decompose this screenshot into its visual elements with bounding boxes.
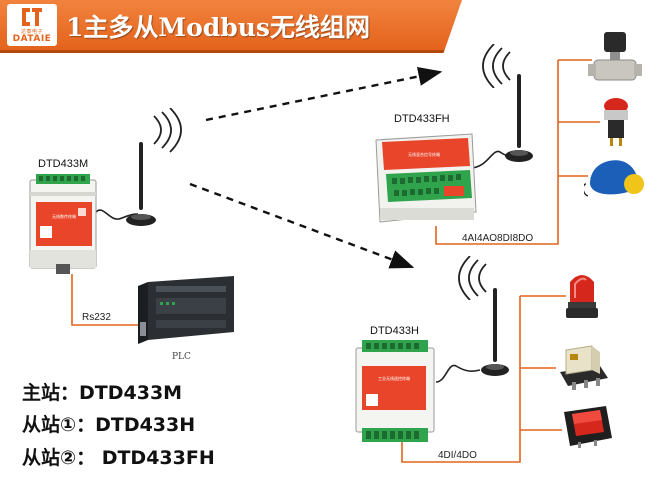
logo-text: DATAIE: [12, 34, 52, 44]
wireless-link-lower: [189, 182, 415, 269]
float-switch-icon: [584, 160, 644, 197]
push-button-icon: [604, 98, 628, 146]
page-title: 1主多从Modbus无线组网: [66, 13, 370, 42]
fh-panel-text: 无线混合信号终端: [408, 151, 440, 157]
fh-radio-wave-icon: [482, 44, 511, 88]
legend-master: 主站：DTD433M: [22, 382, 183, 404]
h-device-label: DTD433H: [370, 325, 419, 337]
h-wire-trunk: [401, 296, 521, 463]
legend-slave-2: 从站②： DTD433FH: [22, 447, 215, 469]
h-panel-text: 工业无线遥控终端: [378, 375, 410, 381]
rs232-label: Rs232: [82, 312, 111, 323]
warning-light-icon: [566, 275, 598, 318]
fh-device: 无线混合信号终端: [375, 133, 477, 223]
company-logo: 达泰电子 DATAIE: [7, 4, 57, 46]
relay-icon: [560, 345, 608, 390]
fh-antenna-icon: [505, 74, 533, 162]
rs232-wire: [71, 274, 140, 326]
wireless-link-upper: [205, 66, 443, 122]
fh-device-label: DTD433FH: [394, 113, 450, 125]
logo-subtext: 达泰电子: [20, 29, 43, 35]
title-banner: 达泰电子 DATAIE 1主多从Modbus无线组网: [0, 0, 462, 53]
master-antenna-icon: [126, 142, 156, 226]
solenoid-valve-icon: [588, 32, 642, 81]
h-antenna-icon: [481, 288, 509, 376]
fh-io-label: 4AI4AO8DI8DO: [462, 233, 534, 244]
rocker-switch-icon: [564, 406, 612, 448]
master-device-label: DTD433M: [38, 158, 89, 170]
logo-icon: [22, 8, 42, 26]
master-radio-wave-icon: [153, 108, 182, 153]
h-device: 工业无线遥控终端: [355, 340, 435, 442]
master-device: 无线数传终端: [29, 174, 97, 274]
legend-slave-1: 从站①：DTD433H: [22, 414, 196, 436]
plc-label: PLC: [172, 352, 191, 362]
h-io-label: 4DI/4DO: [438, 450, 477, 461]
plc-device: [138, 276, 234, 344]
master-panel-text: 无线数传终端: [52, 213, 76, 219]
master-antenna-cable: [95, 209, 139, 220]
h-antenna-cable: [435, 364, 481, 383]
fh-wire-trunk: [435, 60, 559, 245]
h-radio-wave-icon: [458, 256, 487, 300]
